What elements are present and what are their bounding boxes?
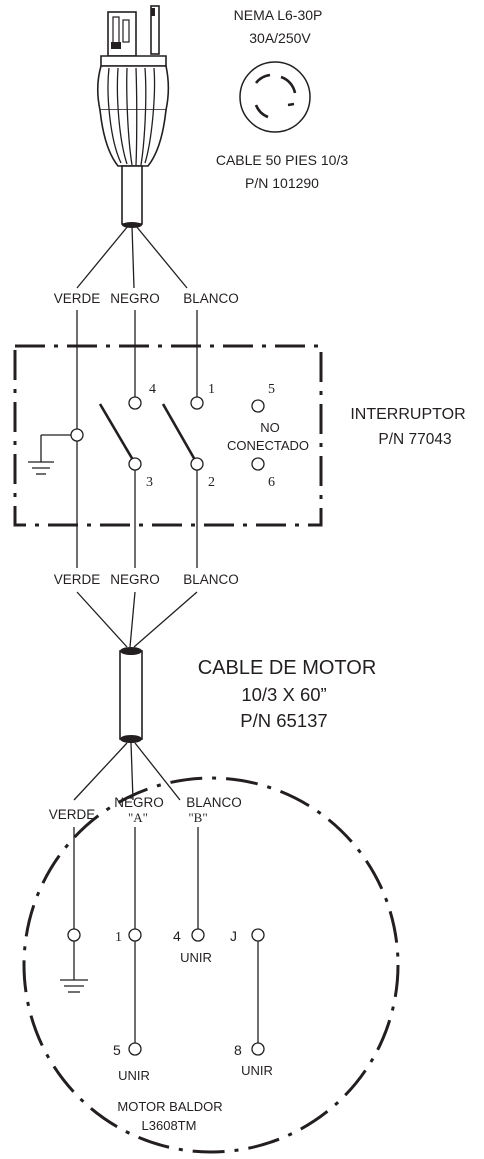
plug-drawing [97,5,170,228]
motor-join-label-1: UNIR [180,950,212,965]
wire-label-white-mid: BLANCO [183,572,239,587]
wire-label-black-mid: NEGRO [110,572,160,587]
plug-cable-pn-label: P/N 101290 [245,175,319,191]
switch-terminal-4: 4 [149,382,156,397]
wire-label-green-top: VERDE [54,291,101,306]
wire-label-green-mid: VERDE [54,572,101,587]
switch-terminal-3: 3 [146,475,153,490]
switch-title: INTERRUPTOR [350,406,465,423]
motor-terminal-5: 5 [113,1042,121,1058]
motor-join-label-3: UNIR [241,1063,273,1078]
switch-pn: P/N 77043 [378,431,451,448]
plug-rating-label: 30A/250V [249,30,311,46]
switch-wiring [28,310,265,568]
switch-enclosure [13,344,323,527]
not-connected-label-1: NO [260,420,280,435]
switch-terminal-2: 2 [208,475,215,490]
motor-terminal-4: 4 [173,928,181,944]
switch-terminal-6: 6 [268,475,275,490]
motor-cable-drawing [73,591,198,801]
switch-terminal-5: 5 [268,382,275,397]
receptacle-face-icon [239,61,311,133]
motor-housing [22,776,400,1154]
wire-label-black-top: NEGRO [110,291,160,306]
motor-model: L3608TM [142,1118,197,1133]
plug-cable-label: CABLE 50 PIES 10/3 [216,152,349,168]
wire-label-white-motor: BLANCO [186,795,242,810]
motor-cable-title: CABLE DE MOTOR [198,657,377,679]
wire-tag-b: "B" [188,810,207,825]
motor-cable-spec: 10/3 X 60” [241,684,326,705]
wire-label-white-top: BLANCO [183,291,239,306]
wire-label-black-motor: NEGRO [114,795,164,810]
motor-wiring [60,827,265,1056]
motor-terminal-j: J [230,928,237,944]
motor-terminal-1: 1 [115,930,122,945]
plug-model-label: NEMA L6-30P [234,7,323,23]
not-connected-label-2: CONECTADO [227,438,309,453]
wire-label-green-motor: VERDE [49,807,96,822]
switch-terminal-1: 1 [208,382,215,397]
motor-join-label-2: UNIR [118,1068,150,1083]
wire-tag-a: "A" [128,810,148,825]
motor-terminal-8: 8 [234,1042,242,1058]
motor-cable-pn: P/N 65137 [240,710,327,731]
motor-name: MOTOR BALDOR [117,1099,222,1114]
